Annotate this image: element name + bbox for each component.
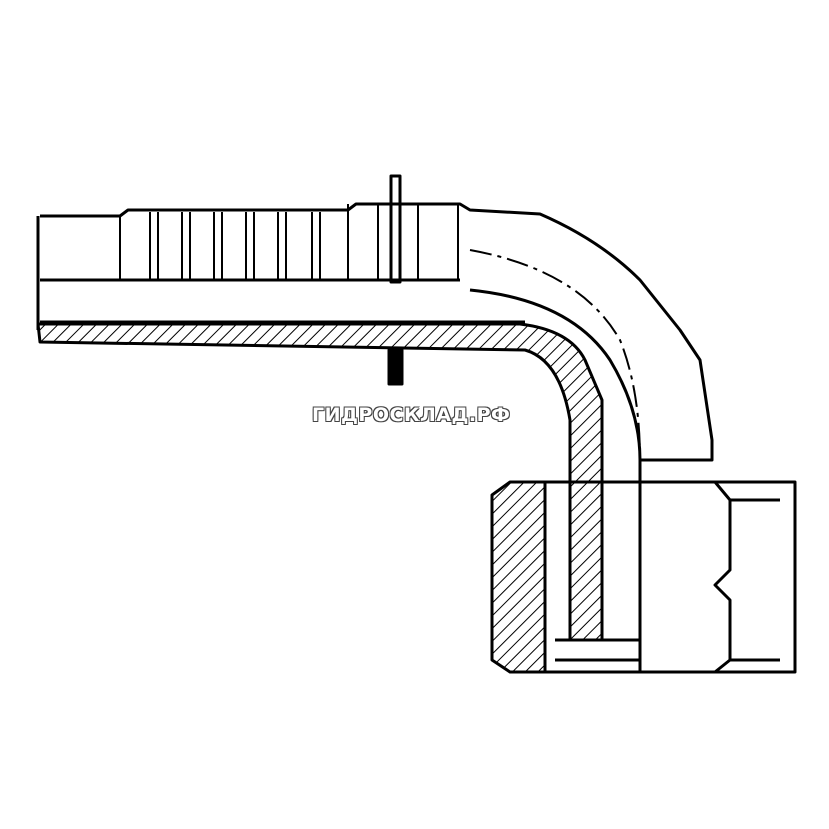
elbow-bend [469, 288, 642, 640]
locating-pin-section [387, 348, 404, 386]
nut-section [490, 480, 547, 674]
nut-body [545, 480, 797, 674]
barb-grooves [119, 204, 459, 280]
locating-pin [389, 174, 402, 284]
elbow-centerline [469, 249, 641, 461]
nut-hex-edges [713, 481, 780, 674]
watermark: ГИДРОСКЛАД.РФ [312, 404, 511, 426]
